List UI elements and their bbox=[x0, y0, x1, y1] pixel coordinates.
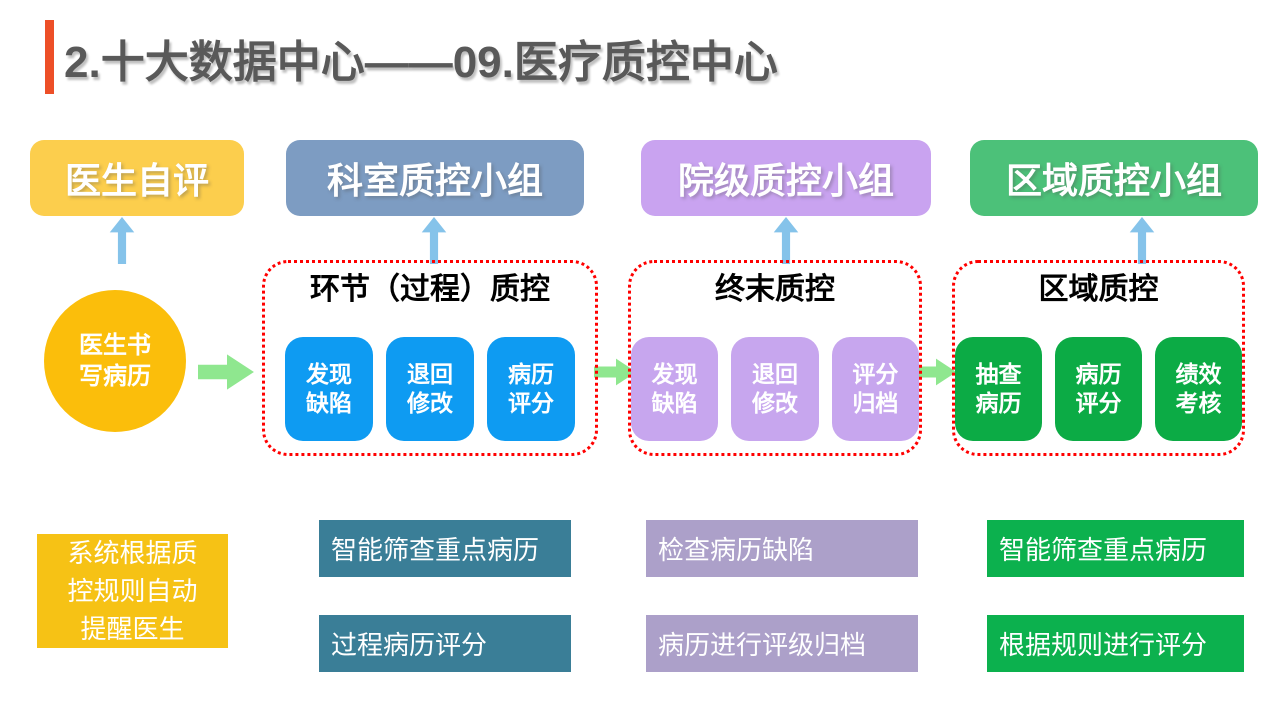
stage-items: 抽查 病历 病历 评分 绩效 考核 bbox=[955, 337, 1242, 441]
note-score-by-rules: 根据规则进行评分 bbox=[987, 615, 1244, 672]
page-title: 2.十大数据中心——09.医疗质控中心 bbox=[64, 38, 778, 87]
note-smart-screen-records: 智能筛查重点病历 bbox=[987, 520, 1244, 577]
up-arrow-icon bbox=[1129, 217, 1155, 264]
stage-item-record-score: 病历 评分 bbox=[487, 337, 575, 441]
right-arrow-icon bbox=[914, 358, 957, 386]
stage-final-qc: 终末质控 发现 缺陷 退回 修改 评分 归档 bbox=[628, 260, 922, 456]
note-process-record-score: 过程病历评分 bbox=[319, 615, 571, 672]
header-label: 科室质控小组 bbox=[326, 160, 543, 201]
header-region-qc-group: 区域质控小组 bbox=[970, 140, 1258, 216]
stage-item-find-defects: 发现 缺陷 bbox=[631, 337, 719, 441]
title-accent-bar bbox=[45, 20, 54, 94]
note-smart-screen-records: 智能筛查重点病历 bbox=[319, 520, 571, 577]
stage-item-return-revise: 退回 修改 bbox=[386, 337, 474, 441]
right-arrow-icon bbox=[594, 358, 637, 386]
up-arrow-icon bbox=[421, 217, 447, 264]
stage-items: 发现 缺陷 退回 修改 评分 归档 bbox=[631, 337, 919, 441]
doctor-writes-record-circle: 医生书 写病历 bbox=[44, 290, 186, 432]
header-hospital-qc-group: 院级质控小组 bbox=[641, 140, 931, 216]
circle-label: 医生书 写病历 bbox=[79, 331, 151, 390]
stage-title: 区域质控 bbox=[1038, 273, 1159, 306]
stage-item-find-defects: 发现 缺陷 bbox=[285, 337, 373, 441]
header-label: 院级质控小组 bbox=[677, 160, 894, 201]
stage-process-qc: 环节（过程）质控 发现 缺陷 退回 修改 病历 评分 bbox=[262, 260, 598, 456]
up-arrow-icon bbox=[109, 217, 135, 264]
header-doctor-self-review: 医生自评 bbox=[30, 140, 244, 216]
right-arrow-icon bbox=[198, 354, 254, 390]
header-label: 医生自评 bbox=[64, 160, 209, 201]
note-grade-and-archive: 病历进行评级归档 bbox=[646, 615, 918, 672]
stage-title: 终末质控 bbox=[715, 273, 835, 306]
stage-item-performance-review: 绩效 考核 bbox=[1155, 337, 1242, 441]
stage-item-sample-records: 抽查 病历 bbox=[955, 337, 1042, 441]
stage-item-score-archive: 评分 归档 bbox=[831, 337, 919, 441]
note-check-record-defects: 检查病历缺陷 bbox=[646, 520, 918, 577]
stage-items: 发现 缺陷 退回 修改 病历 评分 bbox=[265, 337, 595, 441]
stage-item-record-score: 病历 评分 bbox=[1055, 337, 1142, 441]
note-auto-remind-doctor: 系统根据质 控规则自动 提醒医生 bbox=[37, 534, 228, 648]
stage-region-qc: 区域质控 抽查 病历 病历 评分 绩效 考核 bbox=[952, 260, 1245, 456]
stage-item-return-revise: 退回 修改 bbox=[731, 337, 819, 441]
stage-title: 环节（过程）质控 bbox=[310, 273, 550, 306]
header-label: 区域质控小组 bbox=[1005, 160, 1222, 201]
header-department-qc-group: 科室质控小组 bbox=[286, 140, 584, 216]
up-arrow-icon bbox=[773, 217, 799, 264]
